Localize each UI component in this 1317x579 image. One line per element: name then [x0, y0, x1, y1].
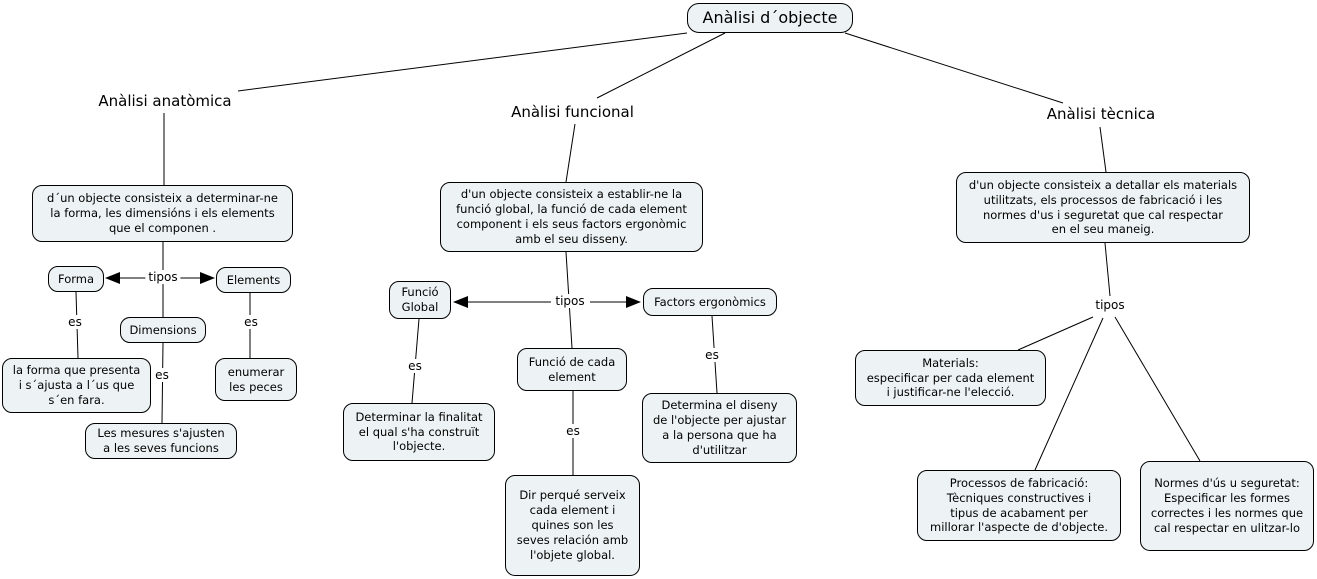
node-anatomica-description[interactable]: d´un objecte consisteix a determinar-ne …: [32, 185, 293, 242]
node-funcio-element-description[interactable]: Dir perqué serveix cada element i quines…: [505, 475, 640, 576]
node-tecnica-description[interactable]: d'un objecte consisteix a detallar els m…: [956, 172, 1250, 243]
node-dimensions-description[interactable]: Les mesures s'ajusten a les seves funcio…: [85, 423, 237, 459]
node-forma[interactable]: Forma: [48, 266, 104, 292]
node-elements-description[interactable]: enumerar les peces: [215, 358, 297, 401]
link-label-es-funcio-element[interactable]: es: [563, 424, 583, 438]
node-normes-dus-seguretat[interactable]: Normes d'ús u seguretat: Especificar les…: [1140, 461, 1314, 551]
link-label-tipos-anatomica[interactable]: tipos: [145, 270, 181, 284]
link-label-es-elements[interactable]: es: [241, 315, 261, 329]
branch-title-funcional[interactable]: Anàlisi funcional: [511, 103, 634, 121]
branch-title-anatomica[interactable]: Anàlisi anatòmica: [98, 92, 232, 110]
node-processos-fabricacio[interactable]: Processos de fabricació: Tècniques const…: [917, 470, 1121, 541]
node-forma-description[interactable]: la forma que presenta i s´ajusta a l´us …: [2, 358, 151, 413]
link-label-tipos-tecnica[interactable]: tipos: [1092, 298, 1128, 312]
branch-title-tecnica[interactable]: Anàlisi tècnica: [1046, 105, 1156, 123]
link-label-es-forma[interactable]: es: [65, 315, 85, 329]
node-elements[interactable]: Elements: [216, 267, 291, 293]
node-dimensions[interactable]: Dimensions: [120, 317, 206, 343]
node-funcio-global[interactable]: Funció Global: [389, 281, 451, 319]
node-funcional-description[interactable]: d'un objecte consisteix a establir-ne la…: [440, 182, 703, 252]
node-funcio-global-description[interactable]: Determinar la finalitat el qual s'ha con…: [343, 403, 495, 461]
link-label-es-dimensions[interactable]: es: [152, 368, 172, 382]
link-label-tipos-funcional[interactable]: tipos: [552, 294, 588, 308]
node-factors-description[interactable]: Determina el diseny de l'objecte per aju…: [642, 393, 797, 463]
node-materials[interactable]: Materials: especificar per cada element …: [855, 350, 1046, 406]
node-analisi-objecte[interactable]: Anàlisi d´objecte: [687, 3, 853, 33]
node-factors-ergonomics[interactable]: Factors ergonòmics: [643, 288, 777, 316]
node-funcio-de-cada-element[interactable]: Funció de cada element: [517, 348, 627, 391]
link-label-es-funcio-global[interactable]: es: [405, 359, 425, 373]
link-label-es-factors[interactable]: es: [702, 348, 722, 362]
